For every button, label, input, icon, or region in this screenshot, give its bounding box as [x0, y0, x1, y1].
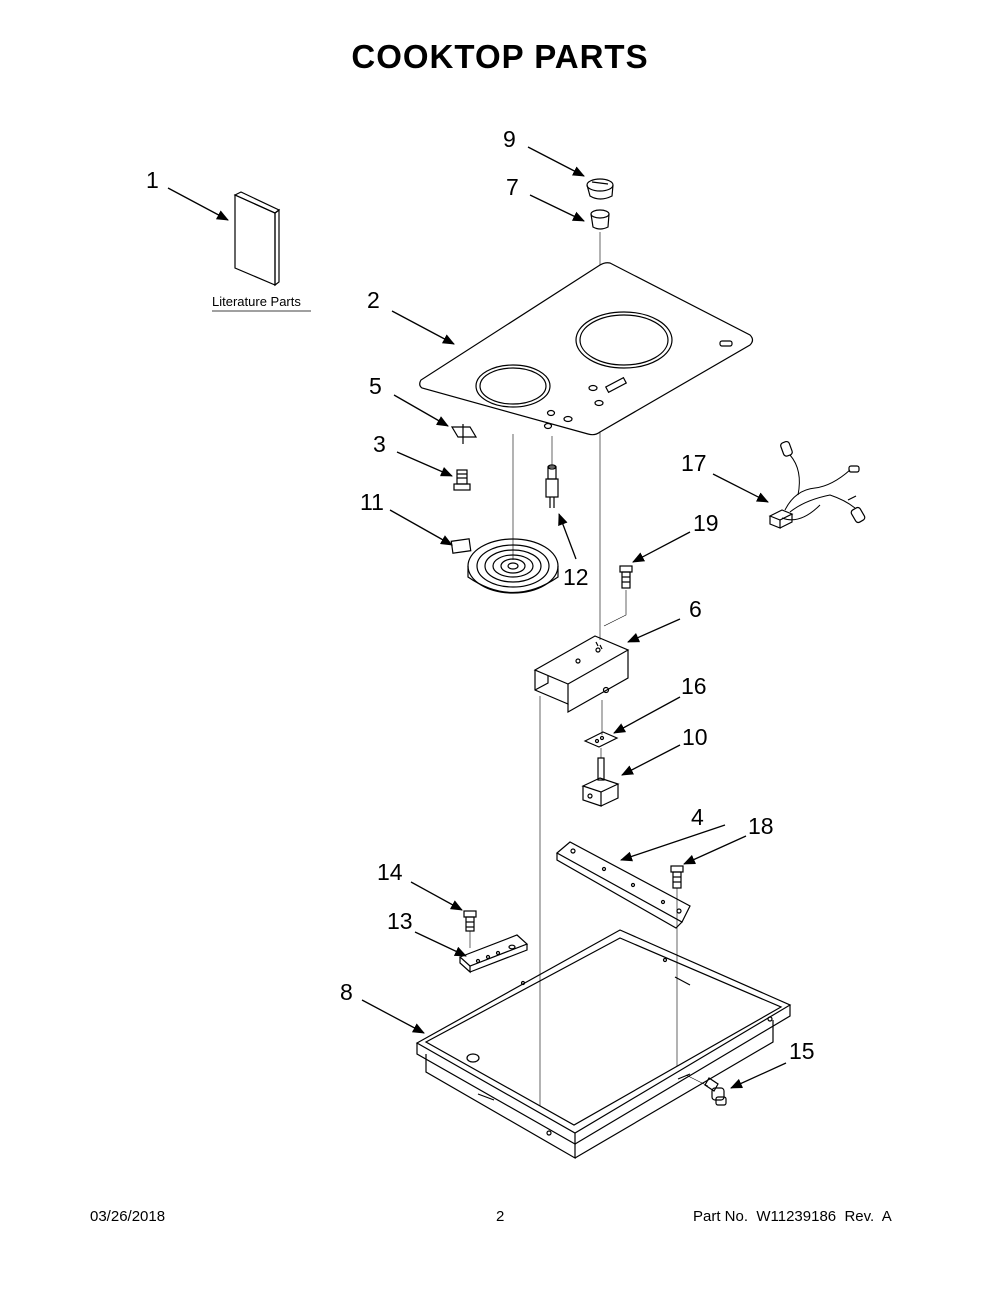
switch-bracket	[533, 635, 630, 714]
arrow-15	[730, 1062, 787, 1089]
callout-2: 2	[367, 287, 380, 313]
wire-harness	[768, 440, 866, 529]
arrow-1	[167, 187, 229, 221]
callout-6: 6	[689, 596, 702, 622]
literature-booklet	[233, 191, 281, 287]
screw-18	[670, 865, 684, 889]
footer-part-number: Part No. W11239186 Rev. A	[693, 1208, 892, 1225]
arrow-4	[620, 824, 726, 862]
arrow-7	[529, 194, 585, 222]
arrow-8	[361, 999, 425, 1034]
radiant-element	[450, 538, 559, 594]
arrow-19	[632, 531, 691, 563]
callout-16: 16	[681, 673, 707, 699]
side-bracket	[458, 934, 529, 974]
callout-18: 18	[748, 813, 774, 839]
front-rail	[555, 841, 691, 929]
arrow-10	[621, 744, 681, 776]
callout-8: 8	[340, 979, 353, 1005]
base-tray	[415, 929, 792, 1160]
arrow-3	[396, 451, 453, 477]
arrow-13	[414, 931, 467, 957]
screw-14	[463, 910, 477, 932]
footer-date: 03/26/2018	[90, 1208, 166, 1225]
indicator-lamp	[545, 464, 559, 508]
callout-17: 17	[681, 450, 707, 476]
arrow-5	[393, 394, 449, 427]
callout-4: 4	[691, 804, 704, 830]
arrow-12	[558, 513, 577, 560]
page-title: COOKTOP PARTS	[351, 38, 649, 75]
arrow-11	[389, 509, 453, 546]
arrow-9	[527, 146, 585, 177]
glass-cooktop	[419, 262, 754, 436]
control-knob	[586, 178, 614, 200]
arrow-17	[712, 473, 769, 503]
screw-19-guide	[603, 590, 627, 627]
callout-15: 15	[789, 1038, 815, 1064]
callout-14: 14	[377, 859, 403, 885]
footer-page-number: 2	[496, 1208, 505, 1225]
callout-5: 5	[369, 373, 382, 399]
callout-9: 9	[503, 126, 516, 152]
infinite-switch	[581, 757, 620, 807]
callout-19: 19	[693, 510, 719, 536]
arrow-6	[627, 618, 681, 643]
arrow-2	[391, 310, 455, 345]
arrow-16	[613, 696, 681, 734]
knob-grommet	[590, 209, 610, 230]
insulator-plate	[583, 731, 619, 748]
callout-11: 11	[360, 489, 384, 515]
callout-12: 12	[563, 564, 589, 590]
callout-1: 1	[146, 167, 159, 193]
screw-15	[704, 1077, 727, 1106]
clip-screw	[453, 469, 471, 491]
arrow-14	[410, 881, 463, 911]
callout-arrows	[167, 146, 787, 1089]
screw-19	[619, 565, 633, 589]
callout-13: 13	[387, 908, 413, 934]
arrow-18	[683, 835, 747, 865]
screw-15-guide	[685, 1074, 709, 1087]
callout-3: 3	[373, 431, 386, 457]
callout-labels: 1 2 3 4 5 6 7 8 9 10 11 12 13 14 15 16 1…	[146, 126, 815, 1064]
callout-7: 7	[506, 174, 519, 200]
literature-parts-label: Literature Parts	[212, 294, 301, 309]
mounting-clip	[450, 424, 478, 444]
callout-10: 10	[682, 724, 708, 750]
